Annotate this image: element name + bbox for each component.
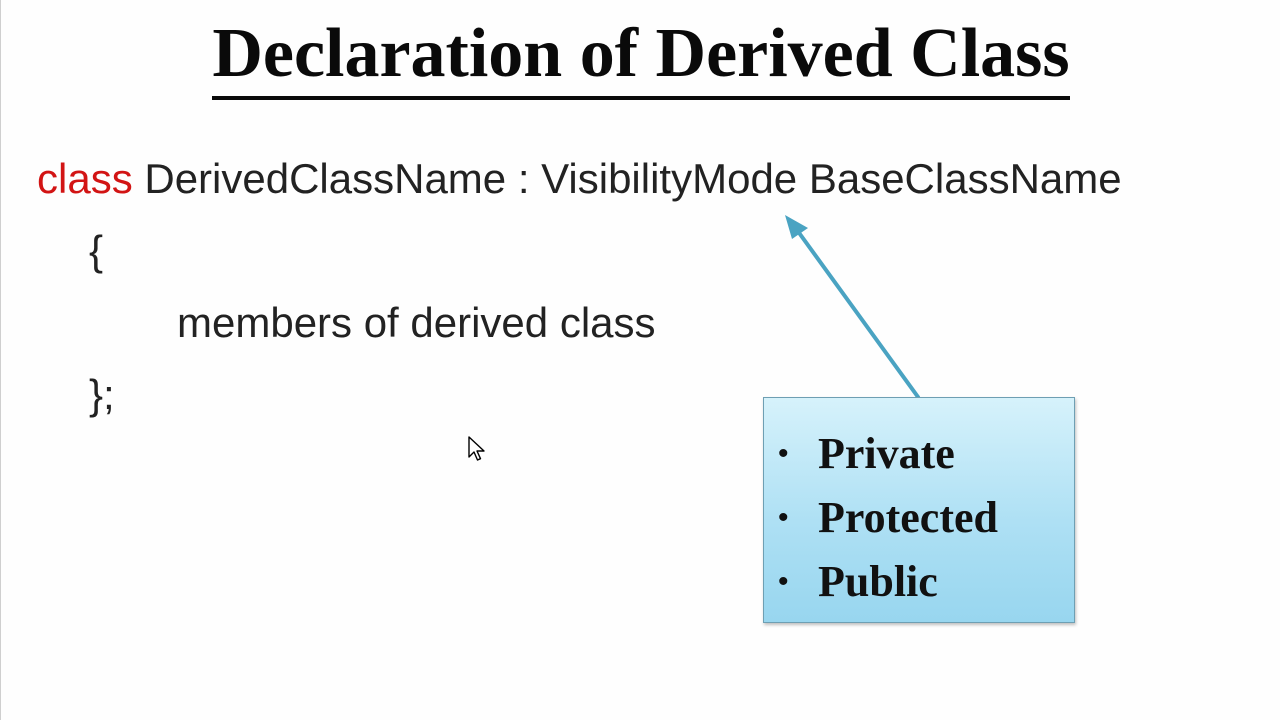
list-item-protected: • Protected: [778, 488, 1074, 552]
slide-title: Declaration of Derived Class: [1, 14, 1280, 100]
bullet-icon: •: [778, 436, 789, 470]
members-text: members of derived class: [177, 299, 656, 346]
slide-title-text: Declaration of Derived Class: [212, 14, 1070, 100]
class-keyword: class: [37, 155, 133, 202]
close-brace: };: [89, 371, 115, 418]
bullet-icon: •: [778, 564, 789, 598]
visibility-modes-list: • Private • Protected • Public: [764, 398, 1074, 616]
bullet-icon: •: [778, 500, 789, 534]
list-item-private: • Private: [778, 424, 1074, 488]
visibility-public: Public: [818, 556, 938, 606]
mouse-pointer-icon: [468, 436, 485, 461]
class-declaration-line: class DerivedClassName : VisibilityMode …: [37, 154, 1122, 204]
open-brace: {: [89, 227, 104, 274]
visibility-private: Private: [818, 429, 955, 478]
class-declaration-text: DerivedClassName : VisibilityMode BaseCl…: [132, 155, 1122, 202]
visibility-protected: Protected: [818, 492, 998, 542]
list-item-public: • Public: [778, 552, 1074, 616]
visibility-modes-box: • Private • Protected • Public: [763, 397, 1075, 623]
